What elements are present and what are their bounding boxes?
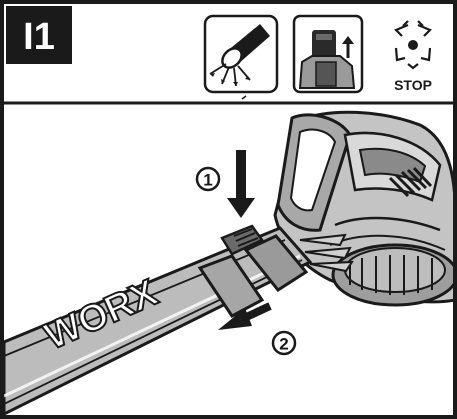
battery-remove-icon	[292, 14, 364, 94]
step-1-marker: 1	[195, 166, 221, 192]
step-2-marker: 2	[271, 330, 297, 356]
fan-stop-icon: STOP	[394, 20, 432, 93]
press-arrow	[227, 150, 255, 218]
blower-tube	[4, 224, 313, 415]
pull-arrow	[218, 302, 272, 330]
tube-coupling	[197, 254, 265, 318]
vent-slots	[388, 166, 433, 198]
blower-housing	[273, 110, 453, 307]
step-code: I1	[23, 16, 55, 58]
tube-release-latch	[220, 224, 264, 256]
nozzle-airflow-icon	[203, 14, 279, 94]
separator-tick	[241, 95, 247, 100]
step-badge: I1	[6, 6, 72, 64]
step-2-number: 2	[279, 335, 288, 354]
stop-label: STOP	[394, 77, 432, 93]
step-1-number: 1	[203, 171, 212, 190]
step-badge-bg	[6, 6, 72, 64]
